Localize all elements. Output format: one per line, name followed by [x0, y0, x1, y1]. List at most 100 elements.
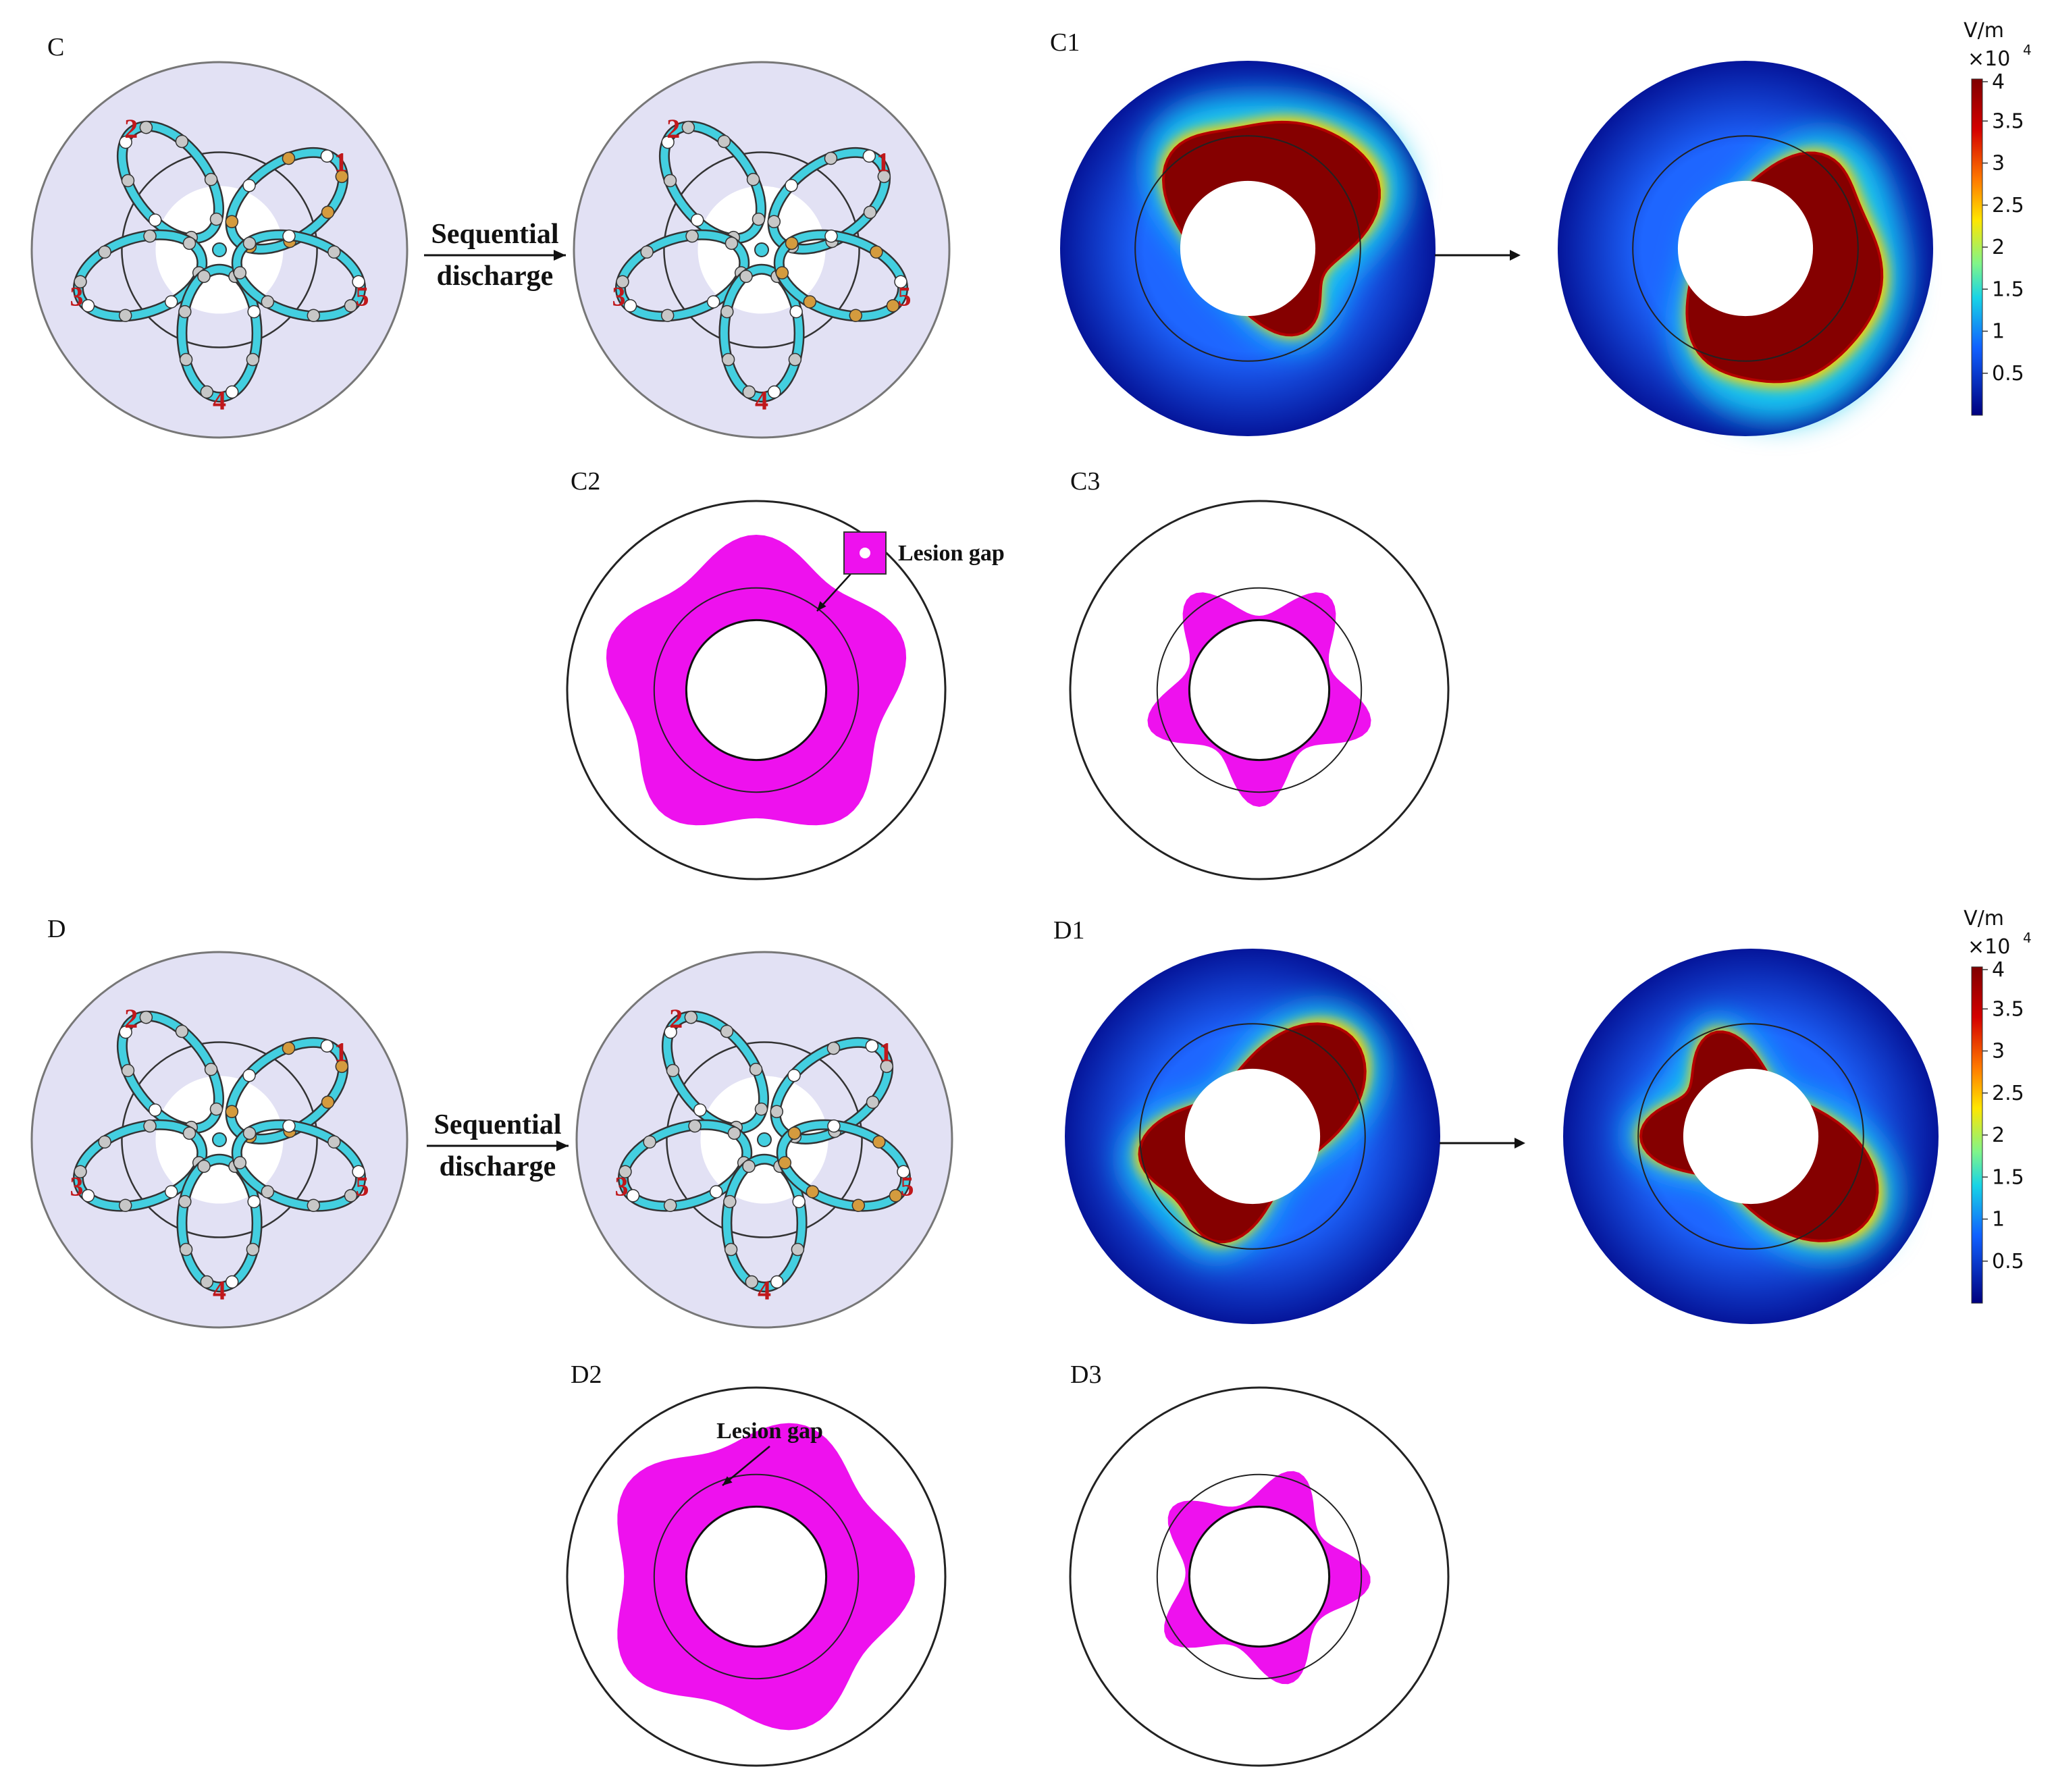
- electrode: [225, 385, 239, 399]
- colorbar-tick-label: 4: [1992, 958, 2005, 982]
- electrode: [775, 266, 789, 280]
- electrode: [179, 352, 193, 367]
- electrode: [693, 1103, 707, 1117]
- electrode-number: 3: [612, 282, 625, 312]
- electrode-number: 3: [614, 1171, 628, 1202]
- electrode: [787, 1126, 801, 1140]
- electrode: [121, 1063, 135, 1078]
- electrode: [321, 205, 335, 219]
- electrode: [242, 178, 256, 192]
- field-D1-before: [1065, 949, 1440, 1324]
- electrode: [143, 1119, 157, 1133]
- electrode-number: 4: [755, 385, 768, 415]
- lesion-gap-arrowhead: [722, 1476, 733, 1485]
- electrode: [770, 1275, 784, 1289]
- spline-petal: [721, 1153, 808, 1293]
- electrode-number: 1: [876, 147, 890, 177]
- electrode: [209, 212, 223, 226]
- colorbar-tick-label: 0.5: [1992, 1250, 2024, 1273]
- electrode: [664, 1025, 677, 1039]
- electrode: [681, 120, 695, 134]
- electrode: [685, 229, 699, 243]
- electrode-number: 4: [758, 1275, 771, 1305]
- catheter-hub: [757, 1132, 772, 1147]
- spline-petal: [231, 229, 367, 322]
- electrode: [335, 169, 349, 184]
- spline: [720, 265, 804, 401]
- electrode: [862, 149, 876, 163]
- panel-label-D3: D3: [1070, 1361, 1101, 1389]
- electrode: [894, 275, 907, 289]
- colorbar-tick-label: 2: [1992, 1124, 2005, 1147]
- electrode: [889, 1189, 903, 1203]
- electrode-number: 2: [124, 1003, 138, 1034]
- electrode: [139, 1010, 153, 1024]
- electrode-number: 1: [879, 1036, 893, 1067]
- electrode: [81, 299, 95, 313]
- electrode: [827, 1119, 841, 1133]
- electrode: [320, 149, 334, 163]
- colorbar-unit: V/m: [1964, 907, 2004, 930]
- electrode-number: 3: [70, 1171, 83, 1202]
- electrode: [179, 1242, 193, 1257]
- electrode-number: 5: [356, 282, 369, 312]
- sequential-label: Sequential: [431, 219, 558, 250]
- electrode: [865, 1039, 879, 1053]
- electrode: [709, 1185, 723, 1198]
- catheter-hub: [754, 242, 769, 257]
- spline: [118, 122, 223, 242]
- electrode: [282, 151, 296, 165]
- colorbar-tick-label: 1: [1992, 320, 2005, 344]
- electrode: [752, 212, 766, 226]
- panel-label-D1: D1: [1053, 916, 1084, 945]
- electrode: [661, 135, 675, 149]
- electrode: [282, 1119, 296, 1133]
- spline-petal: [718, 263, 805, 403]
- electrode: [792, 1194, 806, 1209]
- electrode: [143, 229, 157, 243]
- electrode: [767, 215, 781, 229]
- electrode: [684, 1010, 698, 1024]
- vessel-ring: [1632, 135, 1859, 362]
- electrode: [209, 1102, 223, 1116]
- spline: [778, 1121, 910, 1211]
- spline-petal: [776, 1119, 912, 1212]
- electrode: [721, 352, 735, 367]
- electrode-number: 5: [356, 1171, 369, 1202]
- field-arrowhead-D1: [1515, 1138, 1525, 1149]
- electrode: [851, 1198, 866, 1212]
- vessel-ring: [1156, 1473, 1363, 1680]
- electrode: [872, 1135, 886, 1149]
- panel-label-C1: C1: [1050, 28, 1080, 57]
- electrode: [344, 299, 358, 313]
- colorbar-tick-label: 3.5: [1992, 997, 2024, 1021]
- electrode: [178, 1194, 192, 1209]
- electrode: [335, 1059, 349, 1074]
- vessel-ring: [666, 1041, 863, 1238]
- lumen: [1180, 180, 1316, 317]
- panel-label-D2: D2: [571, 1361, 602, 1389]
- field-C1-after: [1558, 61, 1933, 436]
- panel-label-D: D: [47, 915, 65, 943]
- electrode: [778, 1156, 792, 1169]
- electrode: [98, 245, 111, 259]
- lesion-gap-label: Lesion gap: [898, 541, 1005, 566]
- electrode: [785, 178, 798, 192]
- colorbar-tick-label: 0.5: [1992, 362, 2024, 386]
- electrode: [791, 1242, 805, 1257]
- electrode: [200, 385, 214, 399]
- lesion-gap-pointer: [722, 1446, 770, 1486]
- electrode: [787, 1068, 801, 1082]
- electrode: [767, 385, 781, 399]
- colorbar-tick-label: 2: [1992, 236, 2005, 259]
- electrode: [643, 1135, 656, 1149]
- spline-petal: [72, 1119, 208, 1212]
- electrode: [74, 275, 87, 289]
- electrode: [246, 352, 260, 367]
- electrode: [824, 151, 838, 165]
- electrode: [200, 1275, 214, 1289]
